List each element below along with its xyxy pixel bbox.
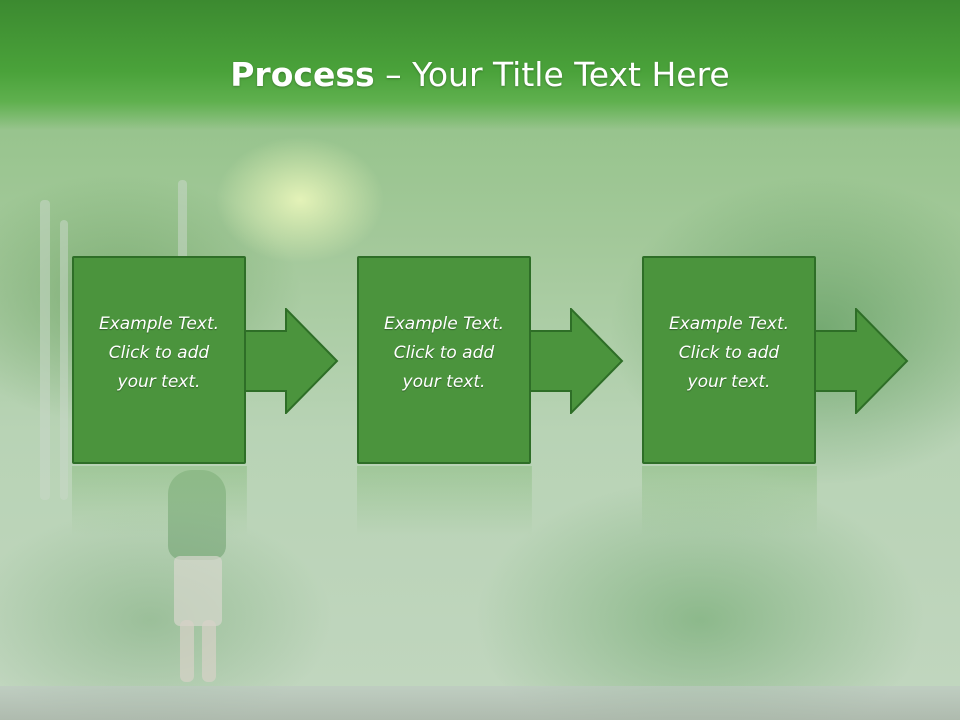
step-text[interactable]: Example Text. Click to add your text. <box>383 314 505 392</box>
title-bold: Process <box>230 55 375 94</box>
right-arrow-icon <box>812 308 909 414</box>
step-box <box>357 256 531 464</box>
step-text[interactable]: Example Text. Click to add your text. <box>98 314 220 392</box>
tree-trunk <box>40 200 50 500</box>
step-reflection <box>642 466 817 536</box>
tree-trunk <box>60 220 68 500</box>
step-box <box>642 256 816 464</box>
step-reflection <box>72 466 247 536</box>
tree-trunk <box>178 180 187 270</box>
step-box <box>72 256 246 464</box>
slide-title[interactable]: Process – Your Title Text Here <box>0 50 960 100</box>
process-step-3[interactable]: Example Text. Click to add your text. <box>642 256 909 536</box>
title-rest: – Your Title Text Here <box>374 55 730 94</box>
title-bar <box>0 0 960 130</box>
process-step-1[interactable]: Example Text. Click to add your text. <box>72 256 339 536</box>
process-step-2[interactable]: Example Text. Click to add your text. <box>357 256 624 536</box>
right-arrow-icon <box>527 308 624 414</box>
forest-path <box>0 686 960 720</box>
step-text[interactable]: Example Text. Click to add your text. <box>668 314 790 392</box>
step-reflection <box>357 466 532 536</box>
right-arrow-icon <box>242 308 339 414</box>
